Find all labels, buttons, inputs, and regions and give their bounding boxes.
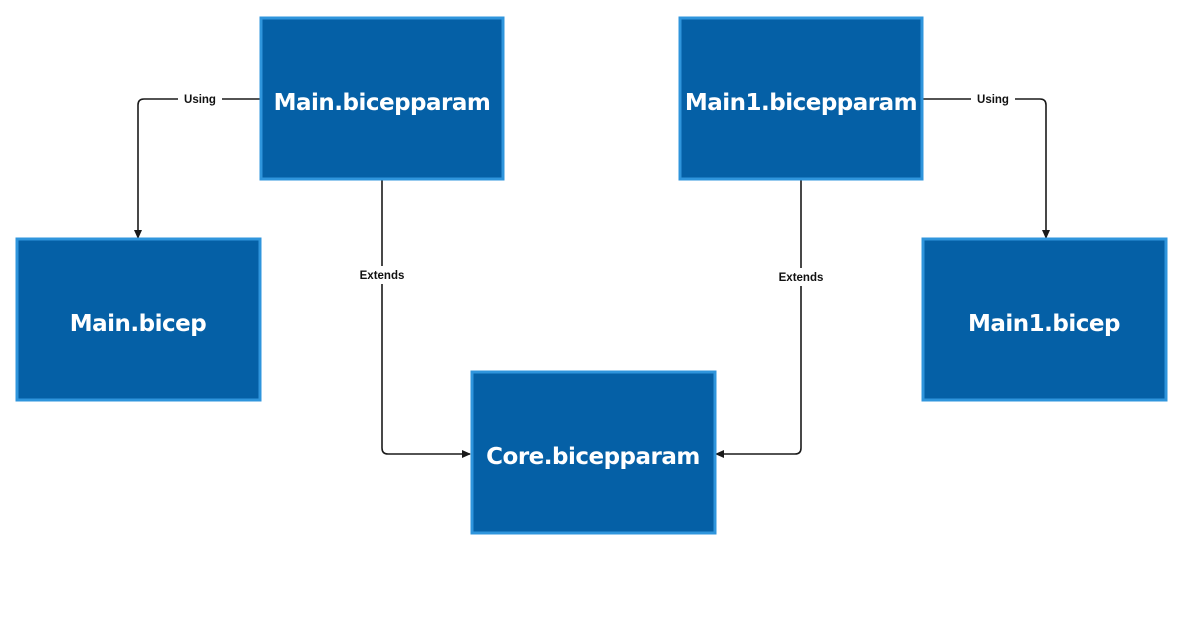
node-main-bicep-box	[15, 237, 262, 402]
edge-main-using-label: Using	[184, 94, 216, 106]
node-main-bicep[interactable]: Main.bicep	[15, 237, 262, 402]
node-main1-bicepparam[interactable]: Main1.bicepparam	[678, 16, 924, 181]
edge-main-using-line	[134, 98, 261, 239]
edge-main-extends-line	[381, 180, 471, 458]
edge-main1-extends-label: Extends	[779, 272, 824, 284]
node-main1-bicep-box	[921, 237, 1168, 402]
edge-main-using: Using	[134, 90, 261, 239]
edge-main-extends: Extends	[354, 180, 471, 458]
node-main1-bicep[interactable]: Main1.bicep	[921, 237, 1168, 402]
edge-main1-using-line	[922, 98, 1050, 239]
node-main-bicepparam-label: Main.bicepparam	[274, 90, 491, 116]
node-main-bicepparam[interactable]: Main.bicepparam	[259, 16, 505, 181]
edge-main1-using-label: Using	[977, 94, 1009, 106]
edge-main1-using: Using	[922, 90, 1050, 239]
node-main-bicep-label: Main.bicep	[70, 311, 206, 337]
node-main1-bicepparam-box	[678, 16, 924, 181]
edge-main1-extends-line	[715, 180, 802, 458]
node-core-bicepparam-box	[470, 370, 717, 535]
node-core-bicepparam-label: Core.bicepparam	[486, 444, 700, 470]
node-main1-bicep-label: Main1.bicep	[968, 311, 1120, 337]
node-core-bicepparam[interactable]: Core.bicepparam	[470, 370, 717, 535]
edge-main-extends-label: Extends	[360, 270, 405, 282]
edge-main1-extends: Extends	[715, 180, 829, 458]
node-main-bicepparam-box	[259, 16, 505, 181]
node-main1-bicepparam-label: Main1.bicepparam	[685, 90, 917, 116]
